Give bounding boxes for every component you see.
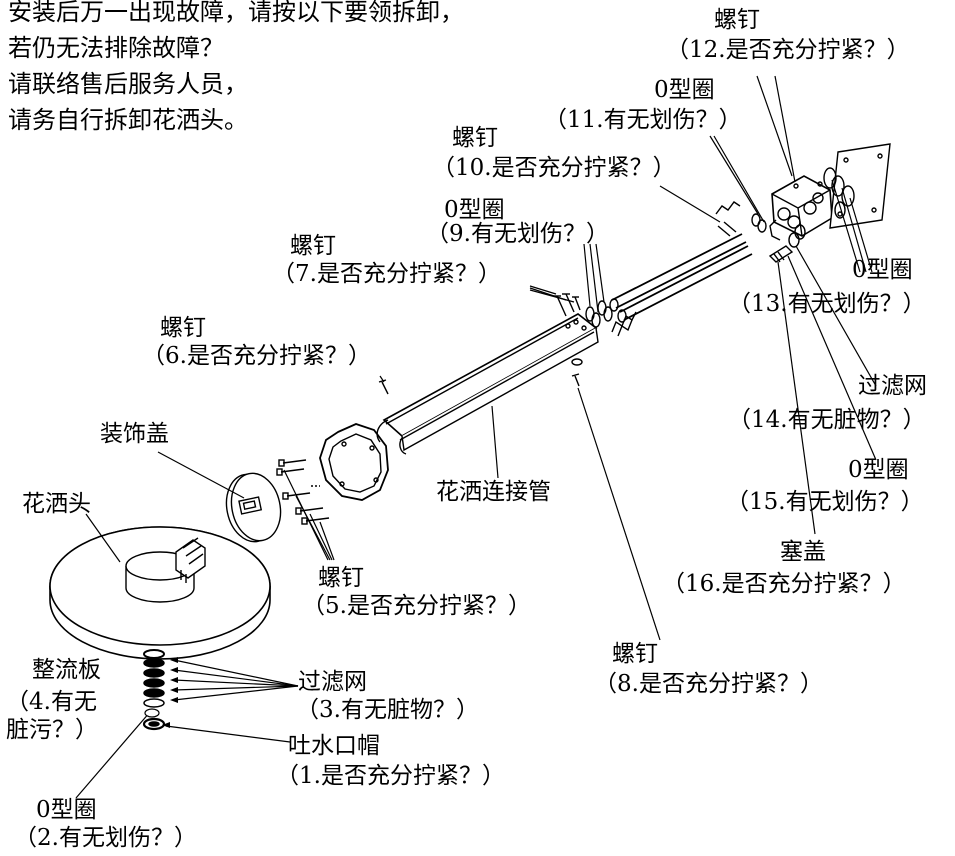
label-part-3-name: 过滤网 (298, 669, 367, 695)
label-part-6-check: （6.是否充分拧紧？） (142, 343, 371, 369)
label-part-2-check: （2.有无划伤？） (14, 825, 197, 851)
o-rings-11-part (751, 213, 767, 233)
label-part-12-name: 螺钉 (714, 7, 760, 33)
label-part-8-name: 螺钉 (612, 641, 658, 667)
screw-8-part (571, 358, 583, 387)
arrowheads (162, 657, 178, 728)
label-part-3-check: （3.有无脏物？） (296, 697, 479, 723)
connecting-pipe-part (376, 313, 599, 455)
label-part-4-check-line2: 脏污？） (6, 717, 98, 743)
label-part-9-name: 0型圈 (444, 197, 505, 223)
screws-7-part (553, 293, 581, 317)
label-part-9-check: （9.有无划伤？） (426, 221, 609, 247)
label-part-15-check: （15.有无划伤？） (726, 489, 924, 515)
label-part-7-check: （7.是否充分拧紧？） (272, 261, 501, 287)
mounting-ring-part (319, 423, 389, 501)
twin-hoses-part (609, 233, 753, 323)
label-part-13-name: 0型圈 (852, 257, 913, 283)
screw-6-part (378, 379, 389, 395)
hose-clips-part (611, 201, 741, 337)
label-part-11-name: 0型圈 (654, 77, 715, 103)
notice-line: 若仍无法排除故障？ (8, 34, 224, 62)
label-part-4-name: 整流板 (32, 657, 101, 683)
label-part-12-check: （12.是否充分拧紧？） (666, 37, 910, 63)
screws-5-part (276, 459, 330, 525)
notice-line: 请务自行拆卸花洒头。 (8, 106, 248, 134)
label-part-10-name: 螺钉 (452, 125, 498, 151)
notice-line: 请联络售后服务人员， (8, 70, 248, 98)
label-part-16-name: 塞盖 (780, 539, 826, 565)
label-part-2-name: 0型圈 (36, 797, 97, 823)
screws-10-part (717, 221, 737, 237)
label-part-14-name: 过滤网 (858, 373, 927, 399)
valve-body-part (769, 175, 833, 241)
label-shower-head: 花洒头 (22, 491, 91, 517)
decorative-cover-part (225, 472, 282, 543)
filter-14-part (788, 224, 806, 248)
label-part-15-name: 0型圈 (848, 457, 909, 483)
label-part-10-check: （10.是否充分拧紧？） (432, 155, 676, 181)
notice-line: 安装后万一出现故障，请按以下要领拆卸， (8, 0, 464, 26)
label-part-1-check: （1.是否充分拧紧？） (276, 763, 505, 789)
label-part-7-name: 螺钉 (290, 233, 336, 259)
label-part-5-name: 螺钉 (318, 565, 364, 591)
outlet-stack-part (142, 649, 166, 731)
shower-head-part (49, 526, 271, 660)
notice-text: 安装后万一出现故障，请按以下要领拆卸， 若仍无法排除故障？ 请联络售后服务人员，… (8, 0, 464, 138)
label-part-14-check: （14.有无脏物？） (728, 407, 926, 433)
label-part-13-check: （13.有无划伤？） (728, 291, 926, 317)
leader-lines (75, 75, 877, 799)
label-part-16-check: （16.是否充分拧紧？） (662, 571, 906, 597)
o-rings-9-part (585, 300, 613, 328)
label-connecting-pipe: 花洒连接管 (436, 479, 551, 505)
plug-16-part (768, 245, 794, 263)
label-part-6-name: 螺钉 (160, 315, 206, 341)
label-part-11-check: （11.有无划伤？） (544, 107, 742, 133)
label-part-5-check: （5.是否充分拧紧？） (302, 593, 531, 619)
label-part-4-check-line1: （4.有无 (6, 689, 97, 715)
label-decorative-cover: 装饰盖 (100, 421, 169, 447)
label-part-8-check: （8.是否充分拧紧？） (594, 671, 823, 697)
label-part-1-name: 吐水口帽 (288, 733, 380, 759)
